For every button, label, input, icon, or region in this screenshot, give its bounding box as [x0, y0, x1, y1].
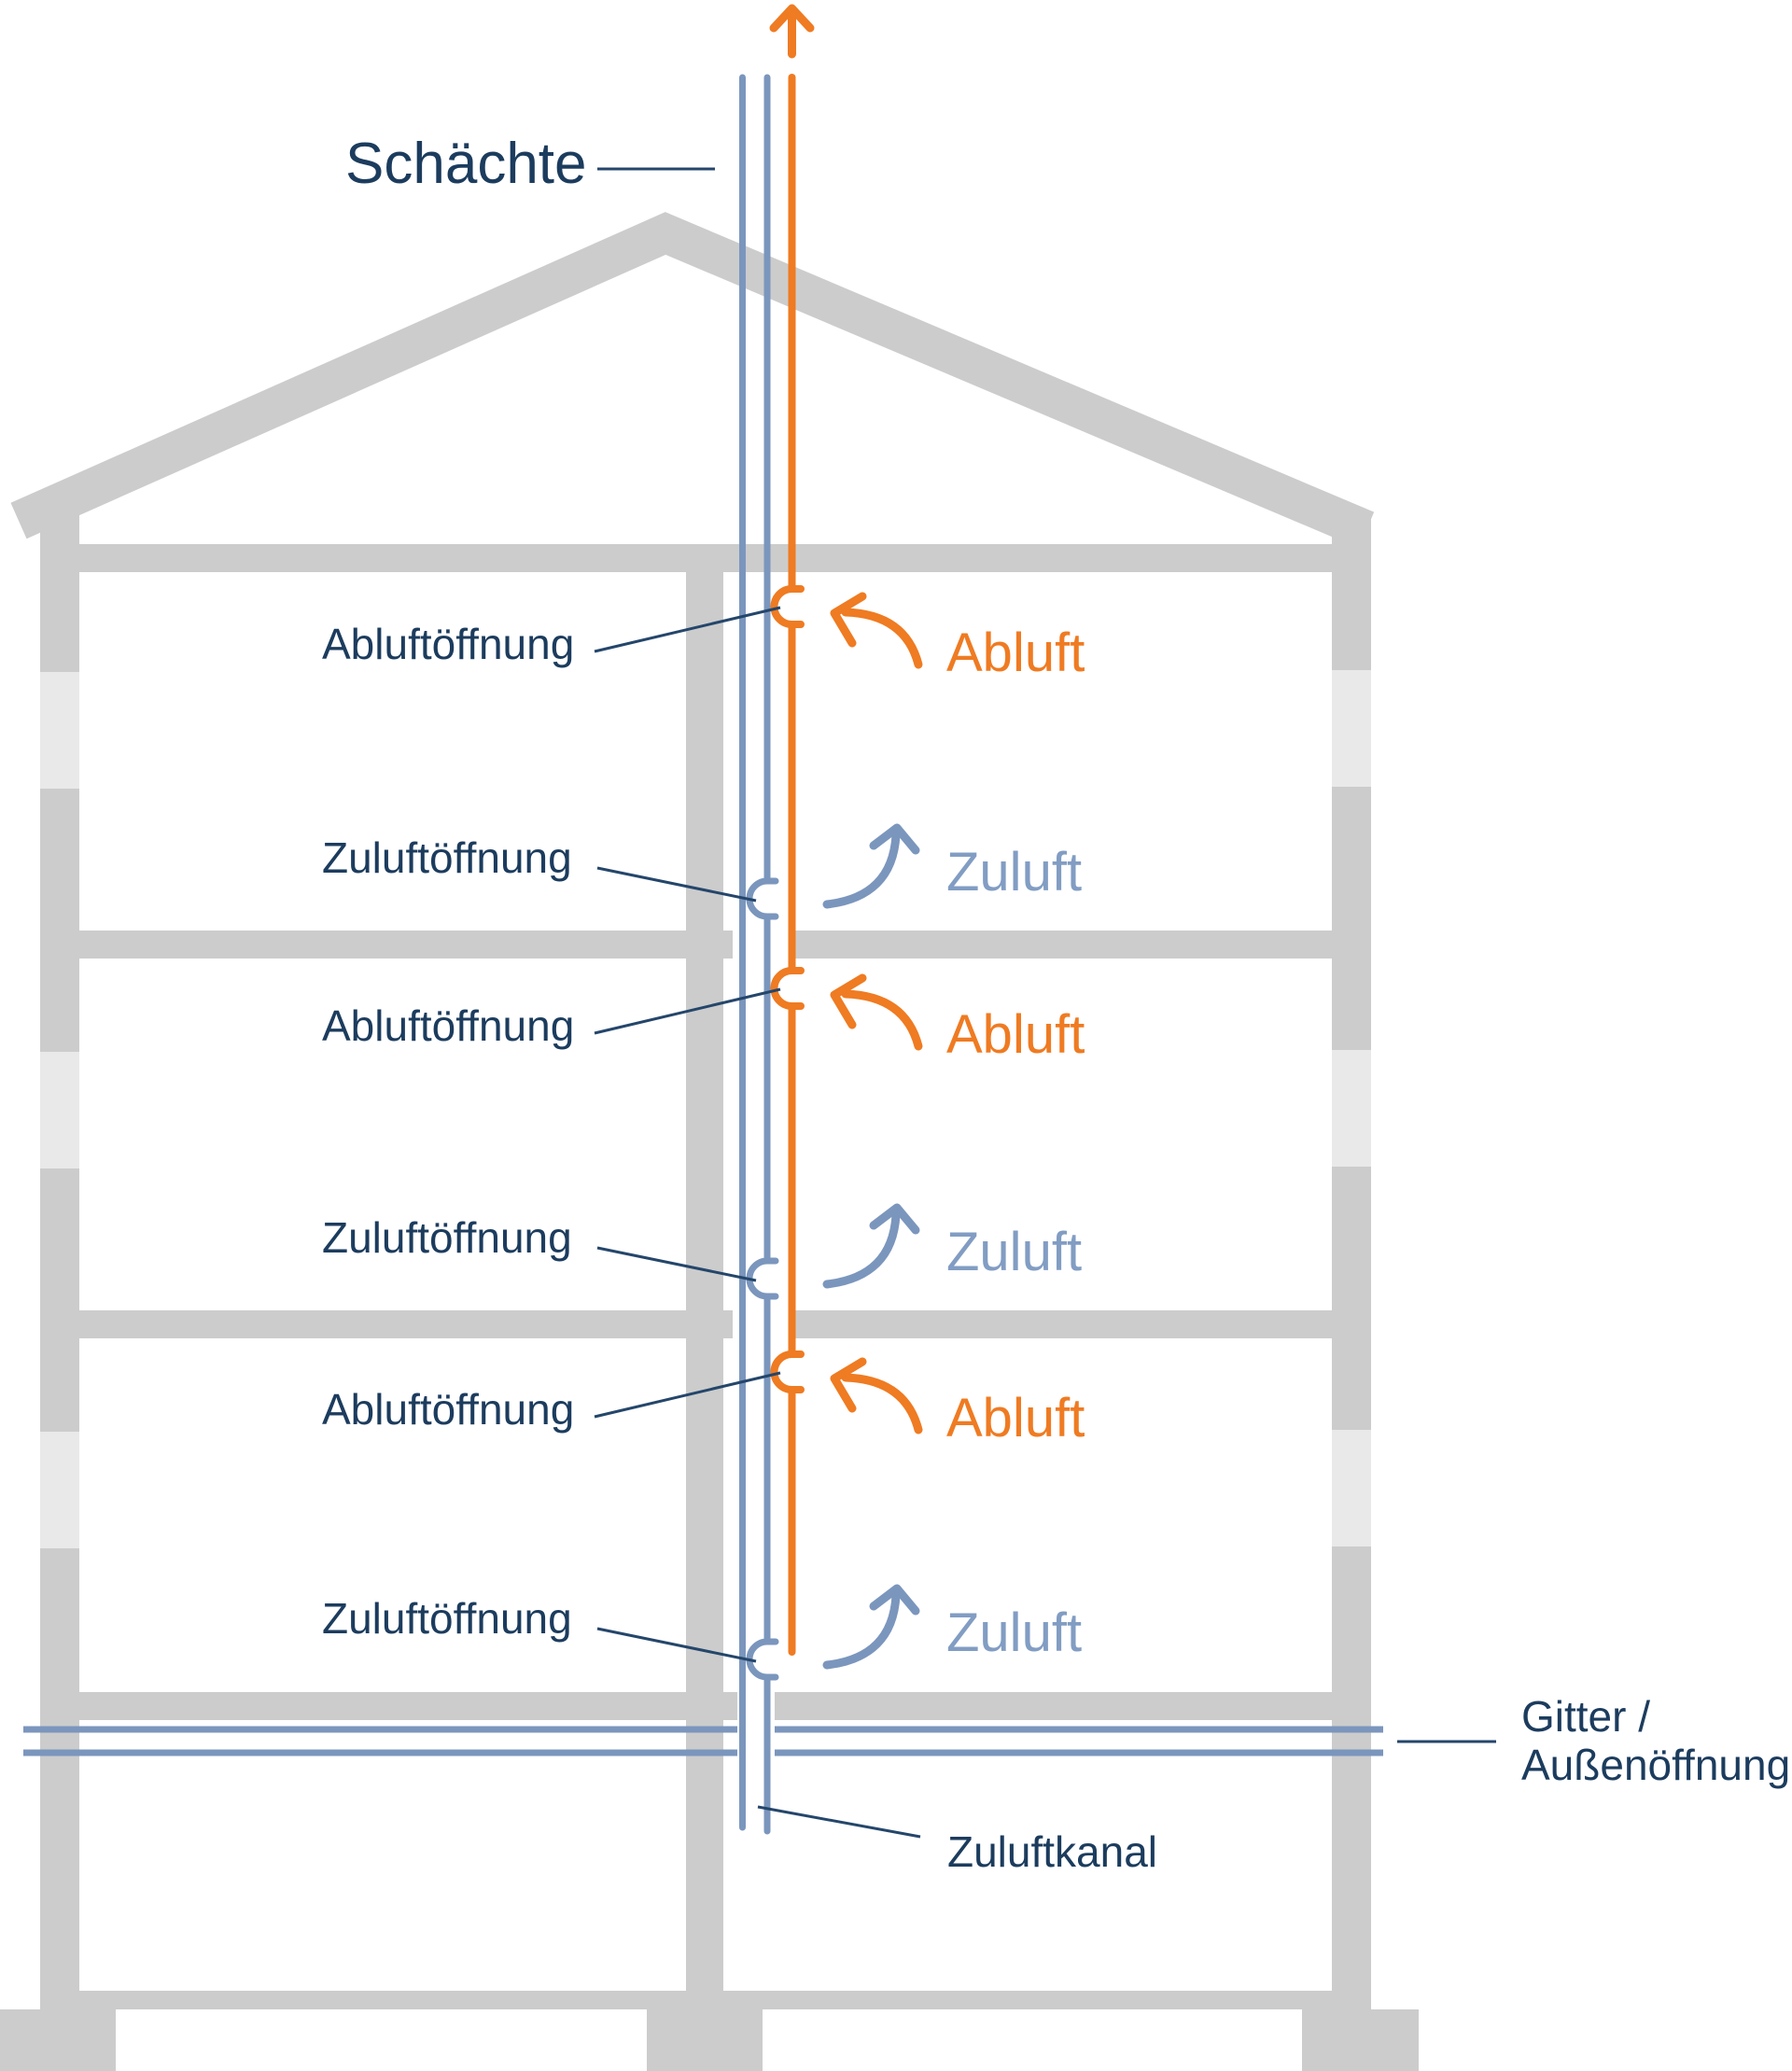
supply-opening-label-floor1: Zuluftöffnung [322, 1594, 572, 1643]
supply-flow-label-floor3: Zuluft [946, 842, 1083, 903]
interior-wall [686, 560, 723, 2009]
basement-floor-slab [40, 1991, 1371, 2009]
foundation-pillar-middle [647, 2009, 763, 2071]
leader-lines [594, 167, 1496, 1839]
supply-flow-label-floor1: Zuluft [946, 1602, 1083, 1663]
shafts-title: Schächte [345, 132, 587, 196]
floor-slab-3-left [79, 931, 733, 959]
exhaust-opening-leader-floor2 [594, 987, 781, 1035]
supply-duct-leader-line [757, 1805, 921, 1839]
exhaust-flow-arrow-floor1 [830, 1357, 923, 1434]
attic-floor-slab [79, 544, 1332, 572]
foundation-pillar-left [0, 2009, 116, 2071]
supply-opening-leader-floor1 [596, 1627, 757, 1663]
roof-outline [10, 212, 1375, 549]
window-left-floor1 [40, 1432, 79, 1548]
exhaust-opening-floor3 [770, 585, 805, 628]
exhaust-opening-label-floor2: Abluftöffnung [322, 1001, 575, 1050]
foundation-pillar-right [1302, 2009, 1419, 2071]
exhaust-opening-label-floor1: Abluftöffnung [322, 1385, 575, 1434]
supply-opening-leader-floor3 [596, 866, 757, 903]
window-left-floor2 [40, 1052, 79, 1168]
floor-slab-2-right [789, 1310, 1332, 1338]
exhaust-flow-label-floor2: Abluft [946, 1004, 1085, 1065]
supply-flow-label-floor2: Zuluft [946, 1222, 1083, 1282]
exhaust-opening-floor2 [770, 967, 805, 1010]
supply-opening-leader-floor2 [596, 1246, 757, 1282]
supply-flow-arrows [822, 823, 920, 1670]
exhaust-opening-floor1 [770, 1350, 805, 1393]
grille-label-line2: Außenöffnung [1521, 1741, 1791, 1789]
exhaust-flow-arrows [830, 592, 923, 1434]
window-right-floor3 [1332, 670, 1371, 787]
supply-duct-label: Zuluftkanal [947, 1827, 1158, 1876]
window-right-floor2 [1332, 1050, 1371, 1167]
exhaust-flow-label-floor1: Abluft [946, 1388, 1085, 1448]
supply-opening-label-floor3: Zuluftöffnung [322, 833, 572, 882]
exhaust-opening-label-floor3: Abluftöffnung [322, 620, 575, 668]
exhaust-flow-label-floor3: Abluft [946, 623, 1085, 683]
exhaust-flow-arrow-floor3 [830, 592, 923, 669]
exhaust-flow-arrow-floor2 [830, 973, 923, 1051]
exhaust-openings [770, 585, 805, 1393]
supply-flow-arrow-floor2 [822, 1203, 920, 1289]
grille-outside-opening-label: Gitter / Außenöffnung [1521, 1692, 1790, 1789]
window-left-floor3 [40, 672, 79, 789]
supply-opening-label-floor2: Zuluftöffnung [322, 1213, 572, 1262]
floor-slab-2-left [79, 1310, 733, 1338]
grille-lines [23, 1726, 1383, 1756]
grille-label-line1: Gitter / [1521, 1692, 1651, 1741]
supply-flow-arrow-floor3 [822, 823, 920, 909]
supply-flow-arrow-floor1 [822, 1584, 920, 1670]
ground-floor-slab-right [775, 1692, 1332, 1720]
floor-slab-3-right [789, 931, 1332, 959]
window-right-floor1 [1332, 1430, 1371, 1546]
ground-floor-slab-left [79, 1692, 737, 1720]
exhaust-opening-leader-floor3 [594, 606, 781, 653]
exhaust-up-arrow-icon [769, 4, 815, 59]
exhaust-opening-leader-floor1 [594, 1371, 781, 1419]
